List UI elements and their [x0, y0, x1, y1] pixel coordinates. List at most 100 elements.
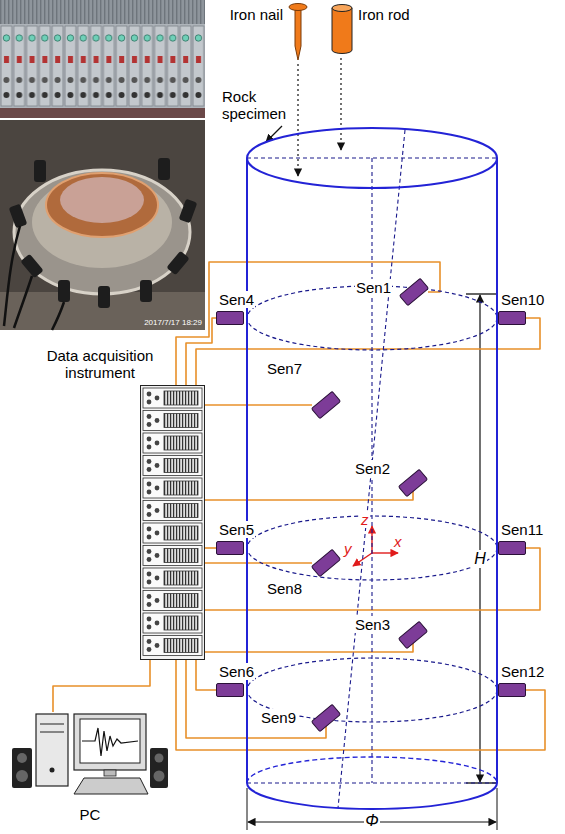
specimen-photo-part [158, 158, 170, 180]
diameter-dimension-part [247, 788, 248, 830]
node-label: Iron nail [230, 6, 283, 23]
specimen-photo-part [140, 280, 152, 302]
specimen-outline-part [247, 128, 497, 188]
sensor-body [216, 683, 244, 697]
rack-drawing-part [147, 400, 152, 405]
sensor-label: Sen7 [266, 360, 303, 377]
pc-node: PC [10, 712, 170, 802]
rack-drawing-part [141, 386, 205, 660]
sensor-label: Sen4 [218, 291, 255, 308]
sensor: Sen10 [498, 311, 526, 325]
sensor: Sen4 [216, 311, 244, 325]
rack-drawing-part [164, 391, 198, 405]
sensor-label: Sen8 [266, 580, 303, 597]
pc-drawing-part [74, 778, 148, 794]
rack-drawing-part [147, 580, 152, 585]
axis-arrows-part [372, 552, 398, 553]
axis-label: x [393, 533, 403, 550]
specimen-photo-part [166, 251, 189, 276]
pc-drawing-part [154, 771, 165, 782]
signal-wire [176, 660, 545, 750]
rack-drawing-part [147, 482, 152, 487]
sensor-label: Sen10 [500, 291, 545, 308]
node-label: Data acquisition instrument [35, 347, 165, 381]
dimension-label: H [473, 550, 487, 568]
rack-drawing-part [147, 445, 152, 450]
sensor-body [498, 311, 526, 325]
sensor: Sen2 [399, 476, 427, 490]
pc-drawing-part [155, 754, 164, 763]
rack-drawing-part [155, 531, 160, 536]
specimen-photo [0, 120, 205, 330]
signal-wire [53, 660, 150, 712]
height-dimension-part [479, 295, 480, 782]
rack-drawing-part [147, 414, 152, 419]
sensor: Sen11 [498, 541, 526, 555]
sensor-body [498, 683, 526, 697]
specimen-outline-part [247, 757, 497, 783]
instrument-photo-part [0, 24, 205, 108]
rack-drawing-part [164, 571, 198, 585]
specimen-outline-part [338, 130, 405, 808]
pc-drawing-part [36, 714, 68, 786]
sensor: Sen5 [216, 541, 244, 555]
signal-wire [205, 642, 413, 652]
sensor-body [216, 311, 244, 325]
nail-icon-part [295, 10, 301, 60]
axis-label: z [360, 511, 370, 528]
rack-drawing-part [147, 512, 152, 517]
specimen-photo-part [9, 204, 28, 229]
rack-drawing-part [143, 591, 202, 611]
rack-drawing-part [143, 523, 202, 543]
sensor-body [498, 541, 526, 555]
rack-drawing-part [164, 616, 198, 630]
sensor-body [399, 278, 429, 307]
rack-drawing-part [147, 647, 152, 652]
sensor: Sen9 [312, 711, 340, 725]
rack-drawing-part [164, 639, 198, 653]
signal-wire [186, 318, 216, 385]
rack-drawing-part [147, 594, 152, 599]
node-label: Rock specimen [222, 88, 294, 122]
specimen-outline-part [247, 516, 497, 580]
specimen-photo-part [179, 199, 198, 224]
sensor: Sen1 [400, 285, 428, 299]
rack-drawing-part [155, 576, 160, 581]
rack-drawing-part [155, 441, 160, 446]
rack-drawing-part [164, 414, 198, 428]
rack-drawing-part [147, 535, 152, 540]
rack-drawing-part [147, 422, 152, 427]
node-label: Iron rod [358, 6, 410, 23]
specimen-photo-part [60, 177, 144, 223]
sensor-body [311, 391, 341, 420]
photo-timestamp: 2017/7/17 18:29 [144, 318, 202, 328]
rack-drawing-part [147, 549, 152, 554]
diameter-dimension-part [497, 788, 498, 830]
specimen-photo-part [14, 170, 190, 294]
rack-drawing-part [164, 504, 198, 518]
pc-drawing-part [40, 724, 64, 725]
specimen-photo-part [4, 226, 64, 330]
sensor-body [216, 541, 244, 555]
rack-drawing-part [143, 411, 202, 431]
rack-drawing-part [147, 617, 152, 622]
sensor-label: Sen2 [354, 460, 391, 477]
sensor: Sen8 [312, 556, 340, 570]
rack-drawing-part [147, 639, 152, 644]
sensor-label: Sen3 [354, 616, 391, 633]
signal-wire [196, 660, 216, 690]
rod-icon-part [332, 8, 352, 54]
rack-drawing-part [143, 501, 202, 521]
rack-drawing-part [147, 459, 152, 464]
drop-arrows-part [297, 64, 298, 176]
sensor-body [398, 469, 428, 498]
sensor-body [398, 621, 428, 650]
rack-drawing-part [164, 526, 198, 540]
sensor-body [311, 704, 341, 733]
rack-drawing-part [143, 456, 202, 476]
pc-drawing-part [150, 748, 168, 788]
rack-drawing-part [147, 557, 152, 562]
pc-drawing-part [74, 714, 146, 770]
sensor-label: Sen9 [260, 709, 297, 726]
